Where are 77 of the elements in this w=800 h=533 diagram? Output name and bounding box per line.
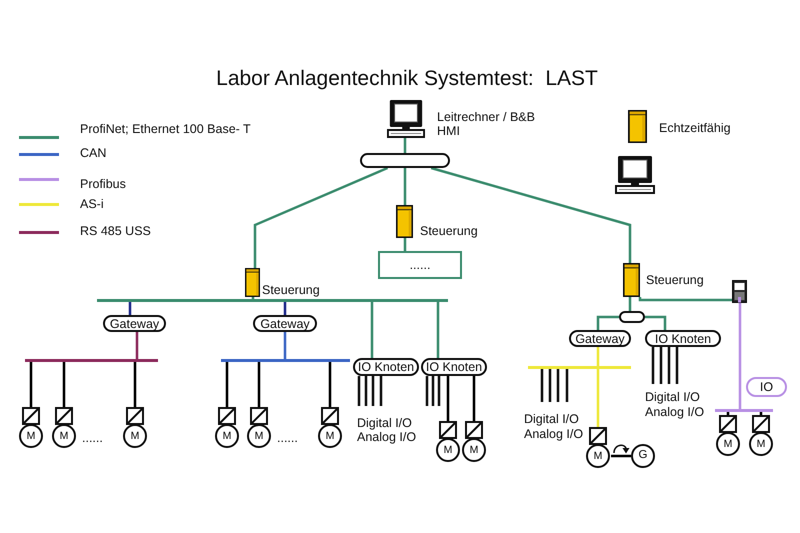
device-node: Gateway: [253, 315, 317, 332]
connector-line: [596, 316, 619, 330]
motor-circle: M: [716, 432, 740, 456]
device-node: IO: [746, 377, 787, 397]
legend-label: RS 485 USS: [80, 224, 151, 238]
connector-line: [446, 376, 450, 421]
connector-line: [136, 332, 138, 359]
connector-line: [430, 166, 632, 263]
connector-line: [472, 376, 476, 421]
motor-circle: M: [436, 438, 460, 462]
io-label: Analog I/O: [357, 430, 416, 444]
connector-line: [611, 454, 631, 458]
connector-line: [596, 347, 600, 366]
connector-line: [370, 302, 374, 358]
ellipsis-label: ......: [82, 431, 103, 445]
connector-line: [328, 362, 332, 407]
connector-line: [252, 297, 254, 299]
motor-circle: M: [462, 438, 486, 462]
bus-line: [715, 409, 773, 412]
io-label: Digital I/O: [357, 416, 412, 430]
device-node: Gateway: [103, 315, 166, 332]
legend-label: AS-i: [80, 197, 104, 211]
diagram-title: Labor Anlagentechnik Systemtest: LAST: [216, 66, 598, 92]
bus-line: [97, 299, 448, 302]
legend-label: Echtzeitfähig: [659, 121, 731, 135]
generator-circle: G: [631, 444, 655, 468]
motor-circle: M: [586, 444, 610, 468]
node-label: Leitrechner / B&B HMI: [437, 110, 536, 138]
connector-line: [404, 138, 406, 153]
connector-line: [30, 362, 32, 407]
legend-label: Profibus: [80, 177, 126, 191]
connector-line: [404, 238, 406, 251]
motor-circle: M: [318, 424, 342, 448]
motor-circle: M: [215, 424, 239, 448]
device-node: IO Knoten: [353, 358, 419, 376]
node-label: Steuerung: [262, 283, 320, 297]
motor-circle: M: [123, 424, 147, 448]
network-switch: [619, 311, 645, 323]
connector-line: [436, 302, 440, 358]
connector-line: [760, 412, 762, 415]
controller-device-icon: [732, 280, 747, 303]
connector-line: [638, 297, 732, 302]
device-node: IO Knoten: [645, 330, 721, 347]
connector-line: [738, 303, 742, 409]
legend-label: CAN: [80, 146, 106, 160]
node-label: Steuerung: [420, 224, 478, 238]
connector-line: [726, 412, 730, 415]
motor-circle: M: [247, 424, 271, 448]
placeholder-box: ......: [378, 251, 462, 279]
connector-line: [226, 362, 228, 407]
bus-line: [221, 359, 350, 362]
motor-circle: M: [19, 424, 43, 448]
device-node: Gateway: [569, 330, 631, 347]
connector-line: [404, 168, 406, 205]
io-label: Analog I/O: [524, 427, 584, 441]
node-label: Steuerung: [646, 273, 704, 287]
device-node: IO Knoten: [421, 358, 487, 376]
motor-circle: M: [52, 424, 76, 448]
connector-line: [254, 166, 388, 268]
connector-line: [596, 369, 600, 427]
connector-line: [258, 362, 260, 407]
connector-line: [284, 332, 286, 359]
network-switch: [360, 153, 450, 168]
legend-label: ProfiNet; Ethernet 100 Base- T: [80, 122, 251, 136]
bus-line: [528, 366, 631, 369]
connector-line: [284, 302, 286, 315]
connector-line: [134, 362, 136, 407]
connector-line: [628, 297, 632, 311]
connector-line: [645, 316, 666, 330]
motor-circle: M: [749, 432, 773, 456]
connector-line: [62, 362, 66, 407]
io-label: Digital I/O: [524, 412, 579, 426]
ellipsis-label: ......: [277, 431, 298, 445]
connector-line: [128, 302, 132, 315]
io-label: Digital I/O: [645, 390, 700, 404]
bus-line: [25, 359, 158, 362]
io-label: Analog I/O: [645, 405, 704, 419]
